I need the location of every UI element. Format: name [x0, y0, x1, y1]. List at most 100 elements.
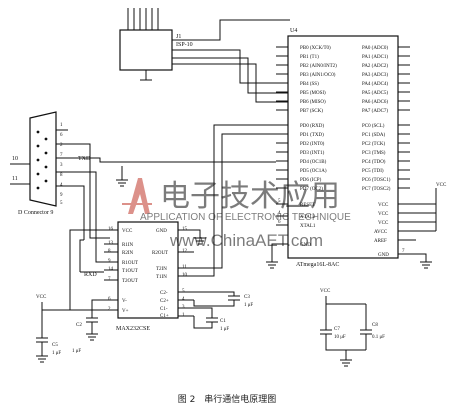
mcu-pa6: PA6 (ADC6)	[362, 100, 388, 105]
mcu-aref: AREF	[374, 239, 387, 244]
mcu-pb1: PB1 (T1)	[300, 55, 319, 60]
db9-pin10-label: 10	[12, 156, 18, 162]
db9-pin11-label: 11	[12, 176, 18, 182]
decoupling-vcc-label: VCC	[320, 289, 331, 294]
max232-vminus: V-	[122, 299, 127, 304]
watermark-logo	[122, 178, 152, 214]
watermark-cn: 电子技术应用	[160, 180, 340, 213]
mcu-pinnum-xtal1: 6	[278, 220, 281, 225]
mcu-pc4: PC4 (TDO)	[362, 160, 386, 165]
mcu-avcc: AVCC	[374, 230, 388, 235]
mcu-pd5: PD5 (OC1A)	[300, 169, 327, 174]
isp-connector: J1 ISP-10	[119, 8, 300, 103]
capacitor-c1: C1 1 μF	[193, 307, 229, 332]
c2-name: C2	[76, 323, 82, 328]
max232-c1minus: C1-	[160, 307, 168, 312]
mcu-gnd-right: GND	[378, 253, 389, 258]
max232-t2in: T2IN	[156, 267, 167, 272]
mcu-pb7: PB7 (SCK)	[300, 109, 323, 114]
mcu-pb4: PB4 (SS)	[300, 82, 319, 87]
mcu-gnd-left: GND	[300, 243, 311, 248]
watermark: 电子技术应用 APPLICATION OF ELECTRONIC TECHNIQ…	[122, 178, 351, 250]
mcu-reset: RESET	[300, 203, 315, 208]
max232-c2plus: C2+	[160, 299, 169, 304]
mcu-pd2: PD2 (INT0)	[300, 142, 325, 147]
mcu-pc5: PC5 (TDI)	[362, 169, 384, 174]
mcu-vcc-1: VCC	[378, 203, 389, 208]
mcu-vcc-2: VCC	[378, 212, 389, 217]
mcu-pc3: PC3 (TMS)	[362, 151, 386, 156]
mcu-pc2: PC2 (TCK)	[362, 142, 386, 147]
watermark-url: www.ChinaAET.com	[169, 231, 323, 250]
db9-pin-1: 1	[60, 123, 63, 128]
mcu-name: U4	[290, 28, 297, 34]
watermark-en: APPLICATION OF ELECTRONIC TECHNIQUE	[140, 212, 351, 223]
mcu-pa7: PA7 (ADC7)	[362, 109, 388, 114]
db9-pin-5: 5	[60, 201, 63, 206]
figure-caption: 图 2 串行通信电原理图	[177, 395, 277, 405]
c2-value: 1 μF	[72, 349, 81, 354]
mcu-pa3: PA3 (ADC3)	[362, 73, 388, 78]
ground-symbol-top	[116, 166, 128, 187]
max232-vcc: VCC	[122, 229, 133, 234]
mcu-vcc-3: VCC	[378, 221, 389, 226]
max232-r1in: R1IN	[122, 243, 134, 248]
c1-value: 1 μF	[220, 327, 229, 332]
c5-name: C5	[52, 343, 58, 348]
c7-value: 10 μF	[334, 335, 346, 340]
mcu-pc0: PC0 (SCL)	[362, 124, 385, 129]
c5-value: 1 μF	[52, 351, 61, 356]
mcu-pinnum-gnd: 7	[402, 249, 405, 254]
mcu-pa5: PA5 (ADC5)	[362, 91, 388, 96]
mcu-pd3: PD3 (INT1)	[300, 151, 325, 156]
mcu-part: ATmega16L-8AC	[296, 262, 339, 268]
max232-gnd: GND	[156, 229, 167, 234]
mcu-xtal2: XTAL2	[300, 215, 316, 220]
max232-power-left: VCC C5 1 μF C2 1 μF	[36, 229, 104, 363]
mcu-pd4: PD4 (OC1B)	[300, 160, 327, 165]
db9-txd-label: TXD	[78, 156, 91, 162]
mcu-pc7: PC7 (TOSC2)	[362, 187, 391, 192]
mcu-pd0: PD0 (RXD)	[300, 124, 324, 129]
mcu-pc6: PC6 (TOSC1)	[362, 178, 391, 183]
db9-pin-2: 2	[60, 143, 63, 148]
mcu-pd7: PD7 (OC2)	[300, 187, 323, 192]
mcu-u4: U4 ATmega16L-8AC PB0 (XCK/T0) PB1 (T1) P…	[266, 28, 447, 269]
isp-part: ISP-10	[176, 42, 193, 48]
max232-vplus: V+	[122, 309, 129, 314]
db9-pin-8: 8	[60, 173, 63, 178]
max232-t1out: T1OUT	[122, 269, 138, 274]
db9-pin-3: 3	[60, 163, 63, 168]
max232-chip: MAX232CSE VCC R1IN R2IN R1OUT T1OUT T2OU…	[79, 124, 276, 332]
mcu-pa1: PA1 (ADC1)	[362, 55, 388, 60]
max232-t1in: T1IN	[156, 275, 167, 280]
max232-r2out: R2OUT	[152, 251, 168, 256]
max232-c2minus: C2-	[160, 291, 168, 296]
mcu-pb5: PB5 (MOSI)	[300, 91, 326, 96]
max232-t2out: T2OUT	[122, 279, 138, 284]
mcu-vcc-net: VCC	[436, 183, 447, 188]
isp-name: J1	[176, 34, 181, 40]
left-vcc-label: VCC	[36, 295, 47, 300]
max232-r2in: R2IN	[122, 251, 134, 256]
c3-value: 1 μF	[244, 303, 253, 308]
c7-name: C7	[334, 327, 340, 332]
mcu-pb6: PB6 (MISO)	[300, 100, 326, 105]
mcu-pb2: PB2 (AIN0/INT2)	[300, 64, 337, 69]
mcu-pd6: PD6 (ICP)	[300, 178, 322, 183]
db9-pin-9: 9	[60, 193, 63, 198]
mcu-pa2: PA2 (ADC2)	[362, 64, 388, 69]
c1-name: C1	[220, 319, 226, 324]
mcu-pb0: PB0 (XCK/T0)	[300, 46, 331, 51]
decoupling-caps: VCC C7 10 μF C8 0.1 μF	[320, 289, 385, 367]
mcu-pa4: PA4 (ADC4)	[362, 82, 388, 87]
c8-value: 0.1 μF	[372, 335, 385, 340]
c3-name: C3	[244, 295, 250, 300]
mcu-xtal1: XTAL1	[300, 224, 316, 229]
capacitor-c3: C3 1 μF	[193, 291, 253, 308]
mcu-pb3: PB3 (AIN1/OC0)	[300, 73, 336, 78]
db9-pin-7: 7	[60, 153, 63, 158]
db9-pin-6: 6	[60, 133, 63, 138]
max232-part: MAX232CSE	[116, 326, 150, 332]
